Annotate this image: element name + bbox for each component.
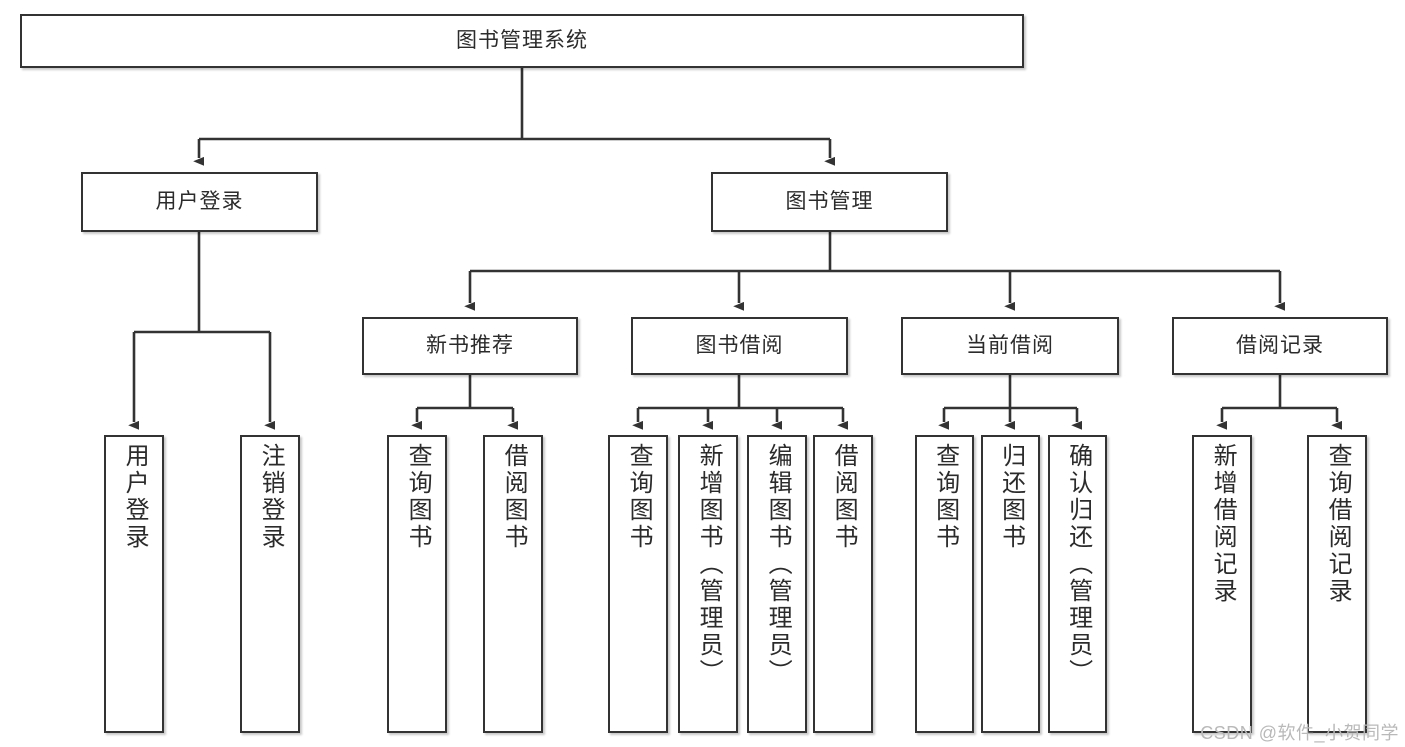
node-label-leaf-borrow-book: 借阅图书 <box>830 443 858 551</box>
node-leaf-add-book-admin[interactable]: 新增图书（管理员） <box>678 435 738 733</box>
node-label-leaf-query-book-current: 查询图书 <box>931 443 959 551</box>
node-leaf-add-borrow-record[interactable]: 新增借阅记录 <box>1192 435 1252 733</box>
node-label-leaf-confirm-return-admin: 确认归还（管理员） <box>1064 443 1092 686</box>
watermark: CSDN @软件_小贺同学 <box>1200 723 1399 743</box>
node-leaf-confirm-return-admin[interactable]: 确认归还（管理员） <box>1048 435 1107 733</box>
node-leaf-return-book[interactable]: 归还图书 <box>981 435 1040 733</box>
node-book-manage[interactable]: 图书管理 <box>711 172 948 232</box>
node-label-leaf-return-book: 归还图书 <box>997 443 1025 551</box>
node-leaf-query-borrow-record[interactable]: 查询借阅记录 <box>1307 435 1367 733</box>
node-label-leaf-add-borrow-record: 新增借阅记录 <box>1209 443 1237 605</box>
node-leaf-edit-book-admin[interactable]: 编辑图书（管理员） <box>747 435 807 733</box>
node-label-leaf-borrow-book-rec: 借阅图书 <box>500 443 528 551</box>
node-label-book-manage: 图书管理 <box>785 189 874 213</box>
node-user-login[interactable]: 用户登录 <box>81 172 318 232</box>
node-label-root: 图书管理系统 <box>456 28 588 52</box>
node-leaf-query-book-current[interactable]: 查询图书 <box>915 435 974 733</box>
node-label-borrow-record: 借阅记录 <box>1236 333 1324 357</box>
node-label-leaf-query-borrow-record: 查询借阅记录 <box>1324 443 1352 605</box>
node-label-user-login: 用户登录 <box>155 189 244 213</box>
node-label-new-book-recommend: 新书推荐 <box>426 333 514 357</box>
node-book-borrow[interactable]: 图书借阅 <box>631 317 848 375</box>
node-borrow-record[interactable]: 借阅记录 <box>1172 317 1388 375</box>
node-label-leaf-query-book-borrow: 查询图书 <box>625 443 653 551</box>
node-leaf-query-book-borrow[interactable]: 查询图书 <box>608 435 668 733</box>
node-label-leaf-add-book-admin: 新增图书（管理员） <box>695 443 723 686</box>
node-label-book-borrow: 图书借阅 <box>695 333 784 357</box>
node-label-leaf-user-login: 用户登录 <box>121 443 149 551</box>
node-label-leaf-query-book-rec: 查询图书 <box>404 443 432 551</box>
node-label-leaf-edit-book-admin: 编辑图书（管理员） <box>764 443 792 686</box>
node-leaf-query-book-rec[interactable]: 查询图书 <box>387 435 447 733</box>
node-root[interactable]: 图书管理系统 <box>20 14 1024 68</box>
node-leaf-borrow-book[interactable]: 借阅图书 <box>813 435 873 733</box>
node-leaf-user-login[interactable]: 用户登录 <box>104 435 164 733</box>
node-leaf-user-logout[interactable]: 注销登录 <box>240 435 300 733</box>
node-new-book-recommend[interactable]: 新书推荐 <box>362 317 578 375</box>
node-label-leaf-user-logout: 注销登录 <box>257 443 285 551</box>
node-leaf-borrow-book-rec[interactable]: 借阅图书 <box>483 435 543 733</box>
node-current-borrow[interactable]: 当前借阅 <box>901 317 1119 375</box>
node-label-current-borrow: 当前借阅 <box>966 333 1054 357</box>
